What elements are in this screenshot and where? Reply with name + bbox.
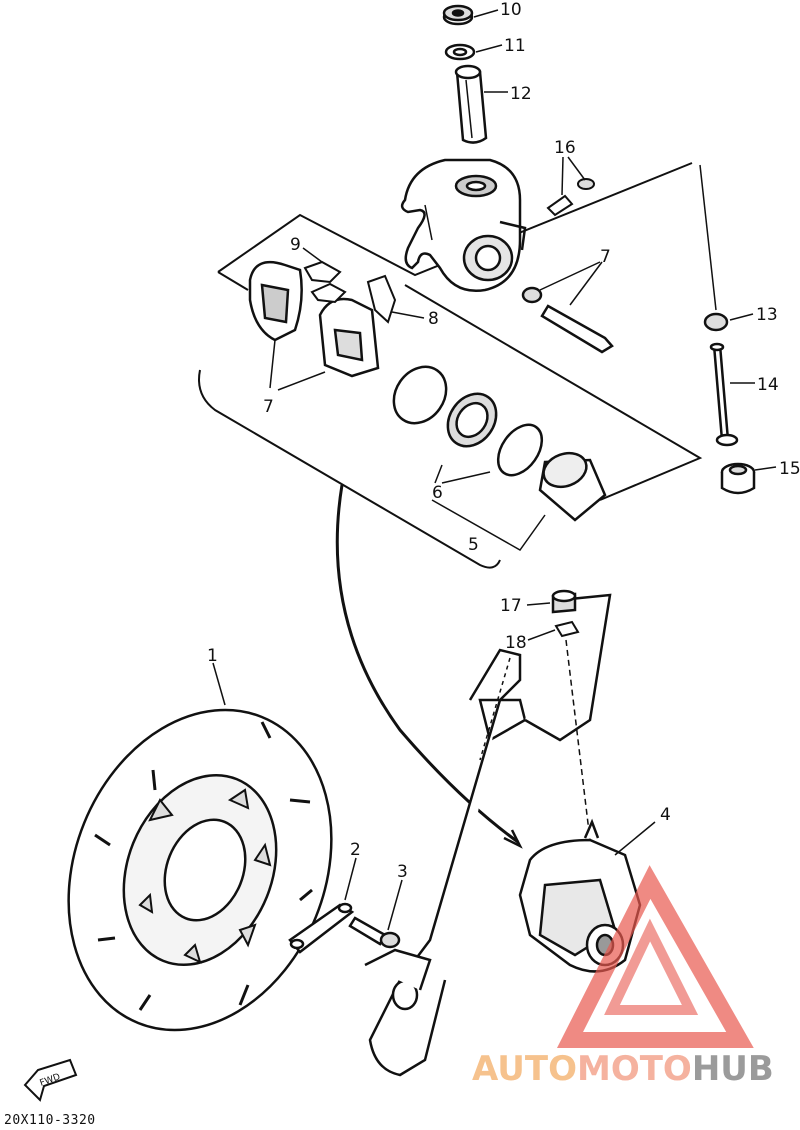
label-1: 1 xyxy=(207,646,218,666)
part-13-nut xyxy=(703,312,729,332)
label-13: 13 xyxy=(756,305,778,325)
part-10-cap xyxy=(442,4,474,26)
part-9-pad-clips xyxy=(303,260,347,304)
watermark-auto: AUTO xyxy=(472,1049,577,1089)
part-2-lock-plate xyxy=(288,902,355,954)
leader-8-9 xyxy=(302,247,425,319)
label-7-left: 7 xyxy=(263,397,274,417)
label-9: 9 xyxy=(290,235,301,255)
part-7-brake-pads xyxy=(248,260,380,378)
part-11-washer xyxy=(444,43,476,61)
fwd-arrow-icon xyxy=(23,1058,78,1102)
label-10: 10 xyxy=(500,0,522,20)
part-7-pin-bolt xyxy=(521,286,614,354)
part-8-pad-spring xyxy=(366,274,397,324)
diagram-code: 20X110-3320 xyxy=(4,1113,96,1128)
part-14-bolt xyxy=(709,342,739,447)
fork-leg xyxy=(364,593,612,1077)
label-5: 5 xyxy=(468,535,479,555)
leader-7-right xyxy=(539,261,603,306)
part-labels: 10 11 12 16 9 7 8 13 7 14 15 6 5 17 18 1… xyxy=(207,0,800,882)
leader-16 xyxy=(561,156,586,196)
label-15: 15 xyxy=(779,459,800,479)
leader-2-3 xyxy=(344,857,403,931)
watermark-logo: AUTOMOTOHUB xyxy=(472,865,774,1089)
leader-17-18 xyxy=(479,602,591,841)
label-3: 3 xyxy=(397,862,408,882)
caliper-group-outline xyxy=(198,162,703,569)
part-18-washer xyxy=(554,620,580,638)
watermark-hub: HUB xyxy=(692,1049,774,1089)
leader-7-left xyxy=(269,339,326,391)
label-2: 2 xyxy=(350,840,361,860)
caliper-bracket xyxy=(400,158,527,292)
leader-lines-top xyxy=(473,9,508,93)
part-12-sleeve xyxy=(454,64,488,144)
label-18: 18 xyxy=(505,633,527,653)
label-14: 14 xyxy=(757,375,779,395)
label-17: 17 xyxy=(500,596,522,616)
label-8: 8 xyxy=(428,309,439,329)
label-12: 12 xyxy=(510,84,532,104)
part-6-seal-kit xyxy=(392,365,544,477)
leader-5-6 xyxy=(431,464,546,551)
part-17-nut xyxy=(551,589,577,614)
leader-13-15 xyxy=(699,164,777,471)
part-1-brake-disc xyxy=(67,708,333,1032)
part-5-piston xyxy=(538,451,607,522)
label-11: 11 xyxy=(504,36,526,56)
label-7-right: 7 xyxy=(600,247,611,267)
part-16-bleed-screw xyxy=(546,178,595,217)
label-6: 6 xyxy=(432,483,443,503)
part-15-boot xyxy=(720,462,756,495)
leader-4 xyxy=(614,821,656,856)
svg-text:AUTOMOTOHUB: AUTOMOTOHUB xyxy=(472,1049,774,1089)
label-4: 4 xyxy=(660,805,671,825)
leader-1 xyxy=(212,662,226,706)
watermark-moto: MOTO xyxy=(577,1049,692,1089)
part-3-bolt xyxy=(348,916,401,949)
label-16: 16 xyxy=(554,138,576,158)
